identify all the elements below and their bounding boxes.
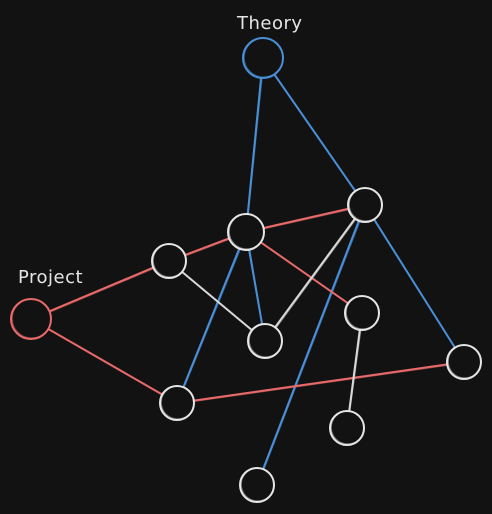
edge-n_left-n_center-sketch [185,238,231,257]
project-label: Project [18,267,83,288]
edge-theory-n_center [246,76,263,216]
edge-project-n_bottomleft-sketch [48,329,164,397]
edge-n_left-n_center [183,237,231,257]
edge-n_right-n_bottomright [348,328,361,413]
node-n_topright-sketch [348,187,383,222]
edge-n_center-n_mid-sketch [249,250,264,326]
edge-n_mid-n_topright-sketch [275,219,357,329]
edge-theory-n_center-sketch [247,78,263,216]
edge-n_topright-n_bottom [262,219,360,471]
edge-n_topright-n_farright-sketch [374,219,457,350]
node-project-sketch [11,298,52,339]
edge-n_bottomleft-n_farright [192,363,449,402]
edge-theory-n_topright-sketch [274,74,357,193]
edge-n_left-n_mid-sketch [182,272,254,332]
edge-n_center-n_bottomleft [182,247,241,389]
edges-layer [47,73,457,471]
node-n_farright-sketch [447,344,482,379]
edge-n_center-n_topright-sketch [264,209,350,230]
edge-n_bottomleft-n_farright-sketch [194,364,449,402]
node-n_bottomleft-sketch [160,385,195,420]
node-theory-sketch [243,37,284,78]
edge-n_mid-n_topright [274,217,356,329]
edge-n_center-n_topright [262,207,350,230]
edge-project-n_left-sketch [49,268,155,313]
theory-label: Theory [236,13,303,34]
node-n_right-sketch [345,295,380,330]
nodes-layer [10,37,482,503]
edge-n_center-n_bottomleft-sketch [183,248,241,389]
edge-n_right-n_bottomright-sketch [349,330,362,413]
node-n_center-sketch [228,213,265,250]
node-n_bottomright-sketch [330,410,365,445]
node-n_mid-sketch [248,323,283,358]
edge-n_center-n_right-sketch [261,242,350,305]
edge-n_topright-n_bottom-sketch [263,221,361,471]
node-n_bottom-sketch [240,467,275,502]
node-n_left-sketch [152,243,187,278]
edge-project-n_left [48,266,155,313]
